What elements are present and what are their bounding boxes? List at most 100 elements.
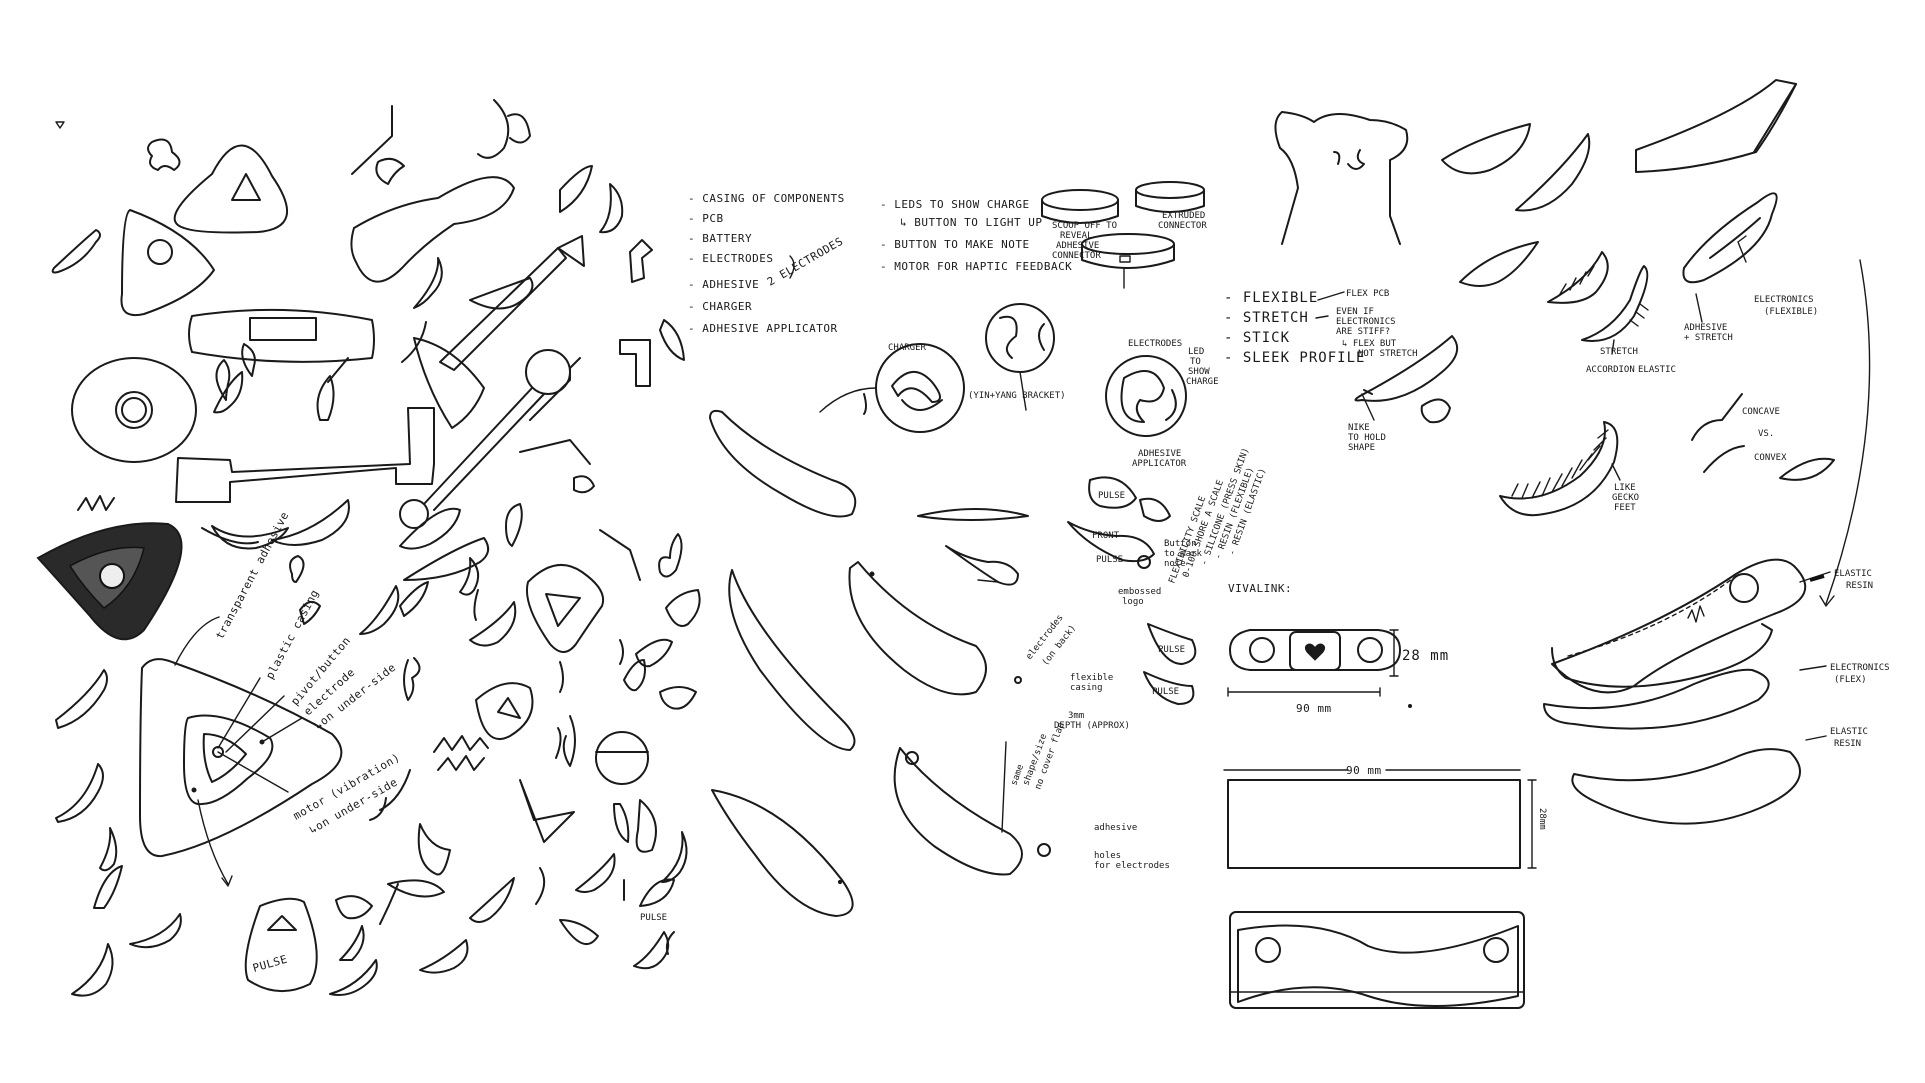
leader-line (225, 695, 285, 753)
properties-section: - FLEXIBLE - STRETCH - STICK - SLEEK PRO… (1224, 111, 1459, 453)
bracket-shape (659, 319, 685, 361)
face-profile (529, 357, 581, 421)
triangle-concept (120, 209, 215, 316)
connector-slot (1119, 255, 1131, 263)
wand-stick (439, 247, 567, 371)
bracket-shape (629, 239, 653, 283)
label-scoop3: ADHESIVE (1056, 241, 1099, 251)
triangle-hole (231, 173, 261, 201)
pulse-crescent (1088, 476, 1137, 509)
label-scoop: SCOOP OFF TO (1052, 221, 1117, 231)
triangle-hole (545, 593, 581, 627)
leader-arrow (1317, 291, 1345, 301)
crescent-shape (129, 913, 182, 949)
label-vs: VS. (1758, 429, 1774, 439)
label-holes: holes (1094, 851, 1121, 861)
crescent-shape (559, 919, 599, 946)
yin-yang-bracket (901, 399, 943, 411)
charger-disc (985, 303, 1055, 373)
barbell-end (399, 499, 429, 529)
dim-90: 90 mm (1296, 702, 1332, 715)
crescent-shape (613, 803, 630, 843)
crescent-shape (399, 507, 461, 550)
stretch-note-4: NOT STRETCH (1358, 349, 1418, 359)
ecg-logo (1687, 605, 1705, 623)
flow-arrow (1825, 259, 1871, 605)
vivalink-center-pad (1289, 631, 1341, 671)
blob-stroke (535, 867, 546, 905)
label-button-mark: Button (1164, 539, 1197, 549)
ear-detail (573, 475, 595, 494)
label-nike3: SHAPE (1348, 443, 1375, 453)
label-elastic-resin-bot: ELASTIC (1830, 727, 1868, 737)
disc-side (1081, 243, 1175, 269)
pulse-crescent (1143, 671, 1195, 705)
leader-line (1805, 735, 1827, 741)
pulse-triangle-hole (267, 915, 297, 931)
neck-line (599, 529, 641, 581)
leader-line (1361, 393, 1375, 421)
band-electrode (1483, 937, 1509, 963)
label-adhesive-applicator2: APPLICATOR (1132, 459, 1187, 469)
zigzag-squiggle (77, 495, 115, 511)
dim-28: 28 mm (1402, 648, 1449, 664)
dim-90b: 90 mm (1346, 764, 1382, 777)
note-flex-pcb: FLEX PCB (1346, 289, 1389, 299)
pulse-logo: PULSE (251, 953, 289, 975)
property-1: - STRETCH (1224, 310, 1309, 326)
label-electronics-flexible: ELECTRONICS (1754, 295, 1814, 305)
triangle-concept (173, 144, 289, 234)
crescent-shape (599, 183, 624, 234)
stretch-note-0: EVEN IF (1336, 307, 1374, 317)
vivalink-reference: VIVALINK: 28 mm 90 mm 90 mm 28mm (1223, 582, 1547, 1009)
vivalink-electrode (1357, 637, 1383, 663)
charger-concepts: SCOOP OFF TO REVEAL ADHESIVE CONNECTOR E… (819, 181, 1219, 469)
dimension-line (1527, 779, 1537, 869)
label-electronics-flex2: (FLEX) (1834, 675, 1867, 685)
label-extruded: EXTRUDED (1162, 211, 1205, 221)
blob-stroke (559, 661, 564, 693)
leader-line (1799, 665, 1827, 671)
label-led: LED (1188, 347, 1204, 357)
crescent-device (945, 545, 1019, 586)
left-concepts: transparent adhesive plastic casing pivo… (36, 121, 435, 997)
label-adhesive-applicator: ADHESIVE (1138, 449, 1181, 459)
shaded-center (99, 563, 125, 589)
chevron-shape (519, 779, 575, 843)
charger-cable (819, 387, 877, 413)
curved-band (1237, 924, 1519, 1007)
component-notes: - CASING OF COMPONENTS - PCB - BATTERY -… (688, 192, 1072, 335)
crescent-shape (635, 799, 657, 853)
crescent-concept (709, 409, 857, 518)
triangle-concept (526, 564, 604, 653)
concave-stroke (1691, 393, 1743, 441)
wedge-concept (1635, 79, 1797, 173)
circle-split (595, 731, 649, 785)
casing-outline (183, 714, 274, 806)
face-profile (351, 105, 393, 175)
dot (837, 879, 843, 885)
note-components-2: - BATTERY (688, 232, 752, 245)
disc-side (1041, 199, 1119, 224)
bottom-resin-layer (1571, 748, 1801, 825)
donut-inner (121, 397, 147, 423)
crescent-shape (469, 277, 534, 310)
dot (1408, 704, 1412, 708)
label-depth2: DEPTH (APPROX) (1054, 721, 1130, 731)
note-components-5: - CHARGER (688, 300, 752, 313)
leader-line (1611, 339, 1615, 355)
label-led4: CHARGE (1186, 377, 1219, 387)
loop-inner (1709, 217, 1761, 259)
bracket-shape (403, 657, 421, 701)
banana-tip (1363, 389, 1373, 395)
right-concepts: STRETCH ACCORDION ELASTIC ELECTRONICS (F… (1441, 79, 1890, 825)
note-functions-0: - LEDS TO SHOW CHARGE (880, 198, 1030, 211)
label-flexible-casing2: casing (1070, 683, 1103, 693)
crescent-shape (505, 503, 523, 547)
small-blob (335, 895, 373, 920)
small-blob (399, 581, 429, 617)
bracket-shape (619, 339, 651, 387)
leader-line (217, 677, 261, 749)
note-functions-1: ↳ BUTTON TO LIGHT UP (900, 216, 1042, 229)
